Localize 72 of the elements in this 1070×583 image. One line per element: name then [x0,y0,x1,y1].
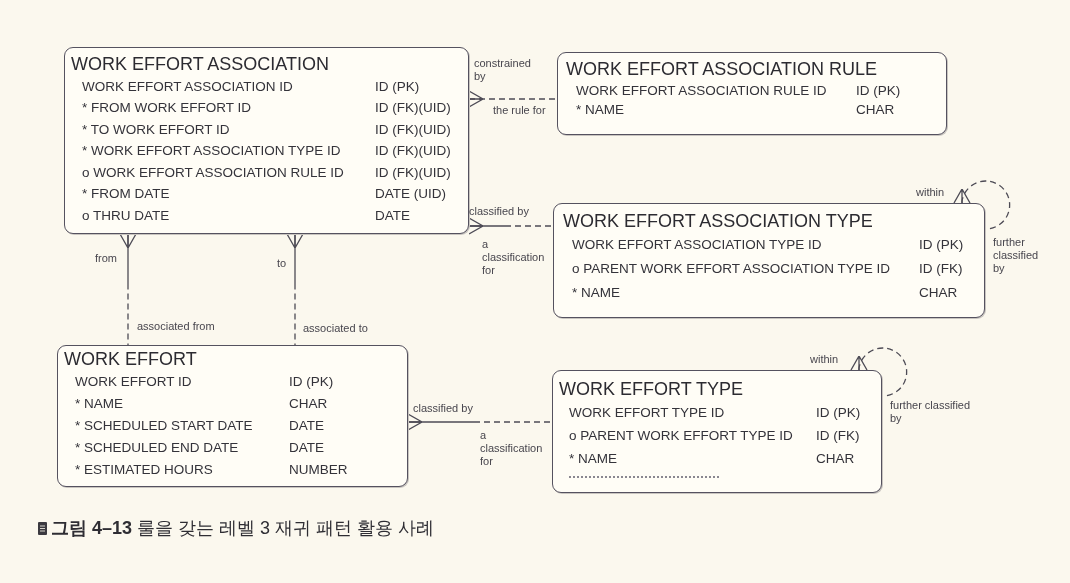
entity-box [553,203,985,318]
relationship-line [468,217,554,235]
attribute-type: ID (PK) [816,404,861,421]
attribute-name: WORK EFFORT ID [75,374,192,390]
edge-label: classified by [469,205,529,218]
role-label: associated to [303,322,368,335]
attribute-name: * NAME [569,450,617,467]
attribute-name: * WORK EFFORT ASSOCIATION TYPE ID [82,143,341,160]
attribute-type: CHAR [856,102,895,119]
attribute-type: ID (FK)(UID) [375,164,451,181]
attribute-type: NUMBER [289,462,348,478]
attribute-name: o THRU DATE [82,207,170,224]
attribute-name: * FROM DATE [82,186,170,203]
attribute-type: CHAR [289,396,328,412]
entity-title: WORK EFFORT TYPE [559,378,744,401]
role-label: further classified by [890,399,972,425]
edge-label: from [95,252,117,265]
attribute-name: * ESTIMATED HOURS [75,462,213,478]
attribute-name: * SCHEDULED START DATE [75,418,253,434]
entity-title: WORK EFFORT ASSOCIATION [71,53,330,76]
figure-caption: 그림 4–13 룰을 갖는 레벨 3 재귀 패턴 활용 사례 [51,517,435,539]
attribute-name: * NAME [75,396,123,412]
attribute-type: ID (FK)(UID) [375,100,451,117]
role-label: associated from [137,320,215,333]
relationship-line [953,180,1011,230]
attribute-type: DATE [289,418,324,434]
attribute-type: DATE (UID) [375,186,446,203]
attribute-type: DATE [375,207,410,224]
relationship-line [286,233,304,346]
relationship-line [468,90,558,108]
relationship-line [407,413,553,431]
attribute-name: * SCHEDULED END DATE [75,440,239,456]
edge-label: to [277,257,287,270]
relationship-line [119,233,137,346]
attribute-type: ID (FK)(UID) [375,121,451,138]
entity-title: WORK EFFORT [64,348,197,371]
entity-box [552,370,882,493]
role-label: the rule for [493,104,546,117]
entity-title: WORK EFFORT ASSOCIATION RULE [566,58,878,81]
edge-label: within [916,186,945,199]
role-label: a classification for [482,238,546,277]
attribute-name: * TO WORK EFFORT ID [82,121,230,138]
attribute-type: ID (FK) [919,261,963,277]
attribute-name: * NAME [576,102,624,119]
role-label: a classification for [480,429,544,468]
edge-label: constrained by [474,57,532,83]
attribute-name: WORK EFFORT ASSOCIATION ID [82,78,293,95]
relationship-line [850,347,908,397]
attribute-name: o PARENT WORK EFFORT ASSOCIATION TYPE ID [572,261,891,277]
attribute-type: ID (FK)(UID) [375,143,451,160]
attribute-type: ID (PK) [919,237,964,253]
attribute-name: * NAME [572,285,620,301]
attribute-type: ID (PK) [289,374,334,390]
attribute-name: o WORK EFFORT ASSOCIATION RULE ID [82,164,344,181]
edge-label: within [810,353,839,366]
attribute-name: * FROM WORK EFFORT ID [82,100,251,117]
attribute-name: o PARENT WORK EFFORT TYPE ID [569,427,793,444]
entity-title: WORK EFFORT ASSOCIATION TYPE [563,210,873,233]
attribute-type: ID (PK) [856,82,901,99]
edge-label: classified by [413,402,473,415]
entity-box [57,345,408,487]
role-label: further classified by [993,236,1040,275]
attribute-name: WORK EFFORT TYPE ID [569,404,725,421]
entity-box [557,52,947,135]
attribute-type: ID (PK) [375,78,420,95]
attribute-name: WORK EFFORT ASSOCIATION RULE ID [576,82,827,99]
attribute-type: CHAR [816,450,855,467]
attribute-type: DATE [289,440,324,456]
attribute-type: ID (FK) [816,427,860,444]
attribute-name: WORK EFFORT ASSOCIATION TYPE ID [572,237,822,253]
attribute-type: CHAR [919,285,958,301]
entity-box [64,47,469,234]
